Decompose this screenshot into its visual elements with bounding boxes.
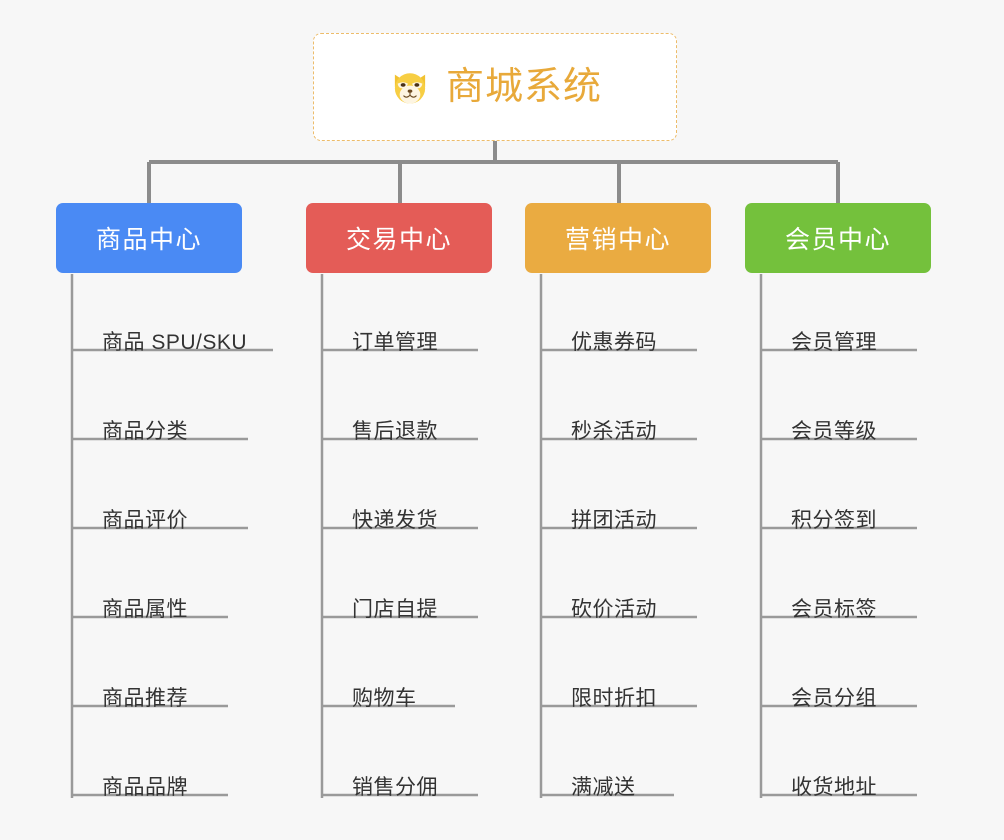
- leaf-label: 购物车: [352, 687, 417, 710]
- leaf-item[interactable]: 购物车: [322, 629, 496, 718]
- leaf-item[interactable]: 商品属性: [72, 540, 246, 629]
- leaf-label: 限时折扣: [571, 687, 657, 710]
- branch-column-1: 交易中心 订单管理 售后退款 快递发货 门店自提 购物车 销售分佣: [306, 203, 496, 807]
- leaf-item[interactable]: 售后退款: [322, 362, 496, 451]
- leaf-item[interactable]: 优惠券码: [541, 273, 715, 362]
- leaf-label: 售后退款: [352, 420, 438, 443]
- root-node[interactable]: 商城系统: [313, 33, 677, 141]
- leaf-list-0: 商品 SPU/SKU 商品分类 商品评价 商品属性 商品推荐 商品品牌: [56, 273, 248, 807]
- leaf-label: 优惠券码: [571, 331, 657, 354]
- leaf-label: 商品品牌: [102, 776, 188, 799]
- leaf-item[interactable]: 快递发货: [322, 451, 496, 540]
- leaf-label: 会员标签: [791, 598, 877, 621]
- leaf-label: 砍价活动: [571, 598, 657, 621]
- leaf-item[interactable]: 商品分类: [72, 362, 246, 451]
- leaf-label: 收货地址: [791, 776, 877, 799]
- leaf-label: 商品属性: [102, 598, 188, 621]
- leaf-label: 商品推荐: [102, 687, 188, 710]
- leaf-label: 秒杀活动: [571, 420, 657, 443]
- leaf-item[interactable]: 订单管理: [322, 273, 496, 362]
- leaf-label: 满减送: [571, 776, 636, 799]
- leaf-item[interactable]: 商品评价: [72, 451, 246, 540]
- leaf-label: 会员分组: [791, 687, 877, 710]
- category-header-2[interactable]: 营销中心: [525, 203, 711, 273]
- leaf-item[interactable]: 会员管理: [761, 273, 935, 362]
- leaf-label: 商品分类: [102, 420, 188, 443]
- leaf-label: 商品评价: [102, 509, 188, 532]
- root-title: 商城系统: [445, 66, 602, 108]
- branch-column-2: 营销中心 优惠券码 秒杀活动 拼团活动 砍价活动 限时折扣 满减送: [525, 203, 715, 807]
- leaf-label: 会员等级: [791, 420, 877, 443]
- leaf-label: 拼团活动: [571, 509, 657, 532]
- leaf-label: 商品 SPU/SKU: [102, 331, 248, 354]
- leaf-item[interactable]: 会员分组: [761, 629, 935, 718]
- leaf-item[interactable]: 收货地址: [761, 718, 935, 807]
- category-header-3[interactable]: 会员中心: [745, 203, 931, 273]
- leaf-item[interactable]: 门店自提: [322, 540, 496, 629]
- leaf-item[interactable]: 商品 SPU/SKU: [72, 273, 248, 362]
- leaf-item[interactable]: 商品品牌: [72, 718, 246, 807]
- category-header-1[interactable]: 交易中心: [306, 203, 492, 273]
- leaf-item[interactable]: 积分签到: [761, 451, 935, 540]
- leaf-item[interactable]: 销售分佣: [322, 718, 496, 807]
- branch-column-0: 商品中心 商品 SPU/SKU 商品分类 商品评价 商品属性 商品推荐 商品品牌: [56, 203, 248, 807]
- leaf-item[interactable]: 秒杀活动: [541, 362, 715, 451]
- leaf-item[interactable]: 商品推荐: [72, 629, 246, 718]
- leaf-item[interactable]: 会员标签: [761, 540, 935, 629]
- leaf-label: 门店自提: [352, 598, 438, 621]
- category-header-0[interactable]: 商品中心: [56, 203, 242, 273]
- leaf-label: 积分签到: [791, 509, 877, 532]
- leaf-list-2: 优惠券码 秒杀活动 拼团活动 砍价活动 限时折扣 满减送: [525, 273, 715, 807]
- branch-column-3: 会员中心 会员管理 会员等级 积分签到 会员标签 会员分组 收货地址: [745, 203, 935, 807]
- shiba-dog-face-icon: [388, 65, 432, 109]
- leaf-label: 快递发货: [352, 509, 438, 532]
- leaf-item[interactable]: 拼团活动: [541, 451, 715, 540]
- leaf-list-3: 会员管理 会员等级 积分签到 会员标签 会员分组 收货地址: [745, 273, 935, 807]
- leaf-label: 订单管理: [352, 331, 438, 354]
- leaf-item[interactable]: 砍价活动: [541, 540, 715, 629]
- leaf-list-1: 订单管理 售后退款 快递发货 门店自提 购物车 销售分佣: [306, 273, 496, 807]
- leaf-item[interactable]: 会员等级: [761, 362, 935, 451]
- leaf-label: 销售分佣: [352, 776, 438, 799]
- leaf-label: 会员管理: [791, 331, 877, 354]
- leaf-item[interactable]: 限时折扣: [541, 629, 715, 718]
- leaf-item[interactable]: 满减送: [541, 718, 715, 807]
